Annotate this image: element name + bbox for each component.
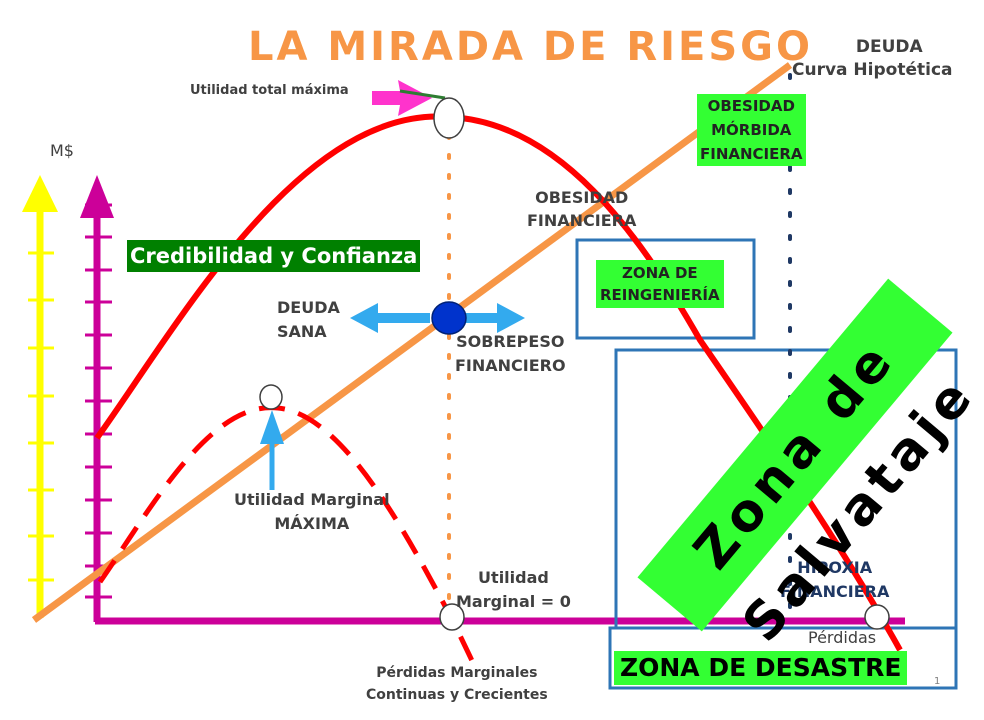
obesidad-morbida-label: OBESIDAD MÓRBIDA FINANCIERA — [697, 94, 806, 166]
magenta-y-axis-arrowhead — [80, 175, 114, 218]
obesidad-morbida-line3: FINANCIERA — [700, 145, 803, 163]
perdidas-label: Pérdidas — [808, 628, 877, 647]
zero-marginal-utility-point — [439, 603, 465, 631]
debt-line — [31, 62, 793, 623]
pink-arrow — [372, 80, 432, 116]
obesidad-financiera-label: OBESIDAD FINANCIERA — [527, 186, 636, 232]
debt-curve-label-line1: DEUDA — [855, 37, 923, 57]
sobrepeso-line1: SOBREPESO — [456, 332, 565, 351]
zona-reingenieria-line1: ZONA DE — [621, 264, 698, 282]
reingenieria-box — [575, 238, 756, 340]
utilidad-marginal-cero-line2: Marginal = 0 — [456, 592, 571, 611]
utilidad-marginal-cero-label: Utilidad Marginal = 0 — [456, 566, 571, 614]
obesidad-financiera-line1: OBESIDAD — [535, 188, 629, 207]
zona-desastre-label: ZONA DE DESASTRE — [614, 651, 908, 685]
utilidad-marginal-maxima-line2: MÁXIMA — [274, 514, 350, 533]
perdidas-marginales-line1: Pérdidas Marginales — [376, 665, 538, 681]
max-total-utility-point — [433, 97, 465, 139]
yellow-axis-ticks — [28, 251, 54, 582]
marginal-utility-curve — [97, 405, 477, 667]
zona-reingenieria-label: ZONA DE REINGENIERÍA — [596, 260, 724, 308]
blue-up-arrow — [260, 410, 284, 490]
credibilidad-label: Credibilidad y Confianza — [127, 240, 421, 272]
sobrepeso-label: SOBREPESO FINANCIERO — [455, 330, 566, 378]
blue-double-arrow — [350, 303, 525, 333]
deuda-sana-line1: DEUDA — [277, 298, 340, 317]
yellow-axis-arrowhead — [22, 175, 58, 212]
debt-curve-label-line2: Curva Hipotética — [792, 60, 953, 80]
healthy-debt-point — [431, 301, 467, 335]
losses-point — [864, 604, 890, 630]
perdidas-marginales-label: Pérdidas Marginales Continuas y Crecient… — [366, 662, 548, 706]
obesidad-financiera-line2: FINANCIERA — [527, 211, 637, 230]
deuda-sana-label: DEUDA SANA — [277, 296, 340, 344]
debt-curve-label: DEUDA Curva Hipotética — [792, 36, 953, 82]
sobrepeso-line2: FINANCIERO — [455, 356, 566, 375]
obesidad-morbida-line1: OBESIDAD — [707, 97, 795, 115]
green-accent-line — [399, 89, 446, 100]
y-axis-label: M$ — [50, 141, 74, 160]
page-number: 1 — [934, 676, 941, 687]
utilidad-total-maxima-label: Utilidad total máxima — [190, 83, 349, 98]
page-title: LA MIRADA DE RIESGO — [248, 24, 814, 70]
utilidad-marginal-maxima-line1: Utilidad Marginal — [234, 490, 390, 509]
zona-reingenieria-line2: REINGENIERÍA — [600, 286, 720, 304]
utilidad-marginal-maxima-label: Utilidad Marginal MÁXIMA — [234, 488, 390, 536]
obesidad-morbida-line2: MÓRBIDA — [711, 121, 792, 139]
deuda-sana-line2: SANA — [277, 322, 327, 341]
max-marginal-utility-point — [259, 384, 283, 410]
magenta-axis-ticks — [85, 203, 112, 599]
perdidas-marginales-line2: Continuas y Crecientes — [366, 687, 548, 703]
utilidad-marginal-cero-line1: Utilidad — [478, 568, 549, 587]
